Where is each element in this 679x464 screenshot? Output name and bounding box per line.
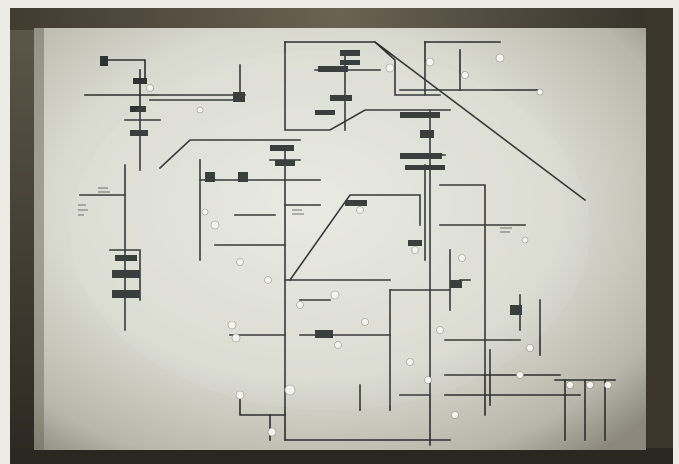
frame-bottom-edge — [10, 448, 673, 464]
panel-shadow-left — [34, 28, 44, 450]
frame-top-edge — [10, 8, 673, 30]
breakers — [100, 50, 522, 338]
indicator-lamps — [146, 53, 612, 437]
glare — [70, 50, 590, 410]
label-marks — [78, 187, 512, 233]
frame-right-edge — [645, 8, 673, 462]
